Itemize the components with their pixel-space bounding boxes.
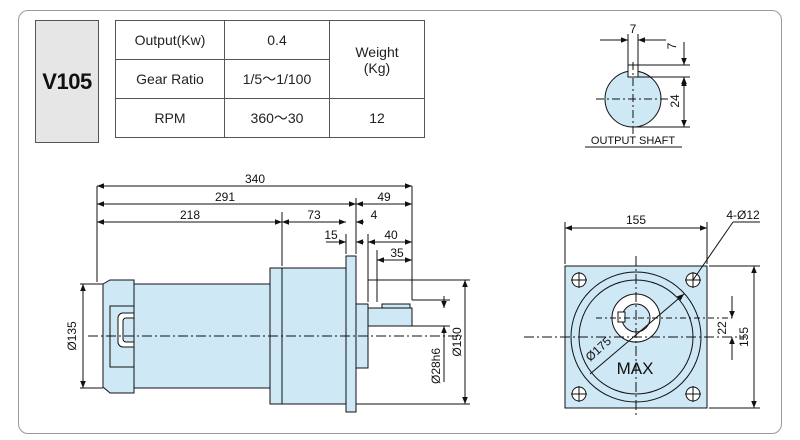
rpm-value: 360～30 — [224, 98, 330, 138]
side-view — [88, 255, 462, 413]
dim-gap-label: 4 — [371, 208, 378, 222]
dim-key-len-label: 35 — [390, 246, 404, 260]
dim-front-height-label: 155 — [737, 327, 751, 347]
dim-flange-label: 15 — [324, 228, 338, 242]
rpm-label: RPM — [115, 98, 225, 138]
dim-gearbox-label: 73 — [307, 208, 321, 222]
dim-shaft-ext-label: 49 — [377, 190, 391, 204]
dim-motor-dia-label: Ø135 — [65, 321, 79, 351]
dim-motor-label: 218 — [180, 208, 200, 222]
gear-ratio-value: 1/5～1/100 — [224, 59, 330, 99]
dim-shaft-len-label: 40 — [384, 228, 398, 242]
dim-offset-label: 22 — [715, 321, 729, 335]
front-view — [524, 256, 746, 418]
weight-label-line2: (Kg) — [363, 59, 391, 76]
dim-shaft-dia-label: Ø28h6 — [429, 348, 443, 384]
front-shaft-key — [617, 311, 626, 323]
front-dimensions — [564, 221, 760, 409]
spec-table: Output(Kw) 0.4 Weight (Kg) Gear Ratio 1/… — [115, 20, 425, 138]
gear-ratio-label: Gear Ratio — [115, 59, 225, 99]
holes-leader — [692, 221, 734, 281]
max-label: MAX — [617, 359, 654, 378]
weight-label-line1: Weight — [355, 43, 399, 60]
key-depth-label: 7 — [665, 42, 679, 49]
dim-total-label: 340 — [245, 172, 265, 186]
side-dimensions — [80, 183, 470, 405]
dim-holes-label: 4-Ø12 — [726, 208, 760, 222]
output-shaft-detail — [585, 34, 690, 148]
weight-value: 12 — [329, 98, 425, 138]
shaft-height-label: 24 — [668, 94, 682, 108]
dim-front-width-label: 155 — [626, 213, 646, 227]
dim-body-label: 291 — [215, 190, 235, 204]
output-value: 0.4 — [224, 20, 330, 60]
mounting-flange — [345, 255, 357, 413]
shaft-key — [381, 303, 411, 309]
model-code-box: V105 — [35, 20, 99, 143]
dim-pilot-dia-label: Ø150 — [450, 327, 464, 357]
model-code: V105 — [42, 68, 92, 94]
key-width-label: 7 — [630, 22, 637, 36]
pcd-leader — [589, 293, 685, 375]
output-shaft — [367, 307, 413, 327]
output-shaft-caption: OUTPUT SHAFT — [591, 135, 675, 147]
